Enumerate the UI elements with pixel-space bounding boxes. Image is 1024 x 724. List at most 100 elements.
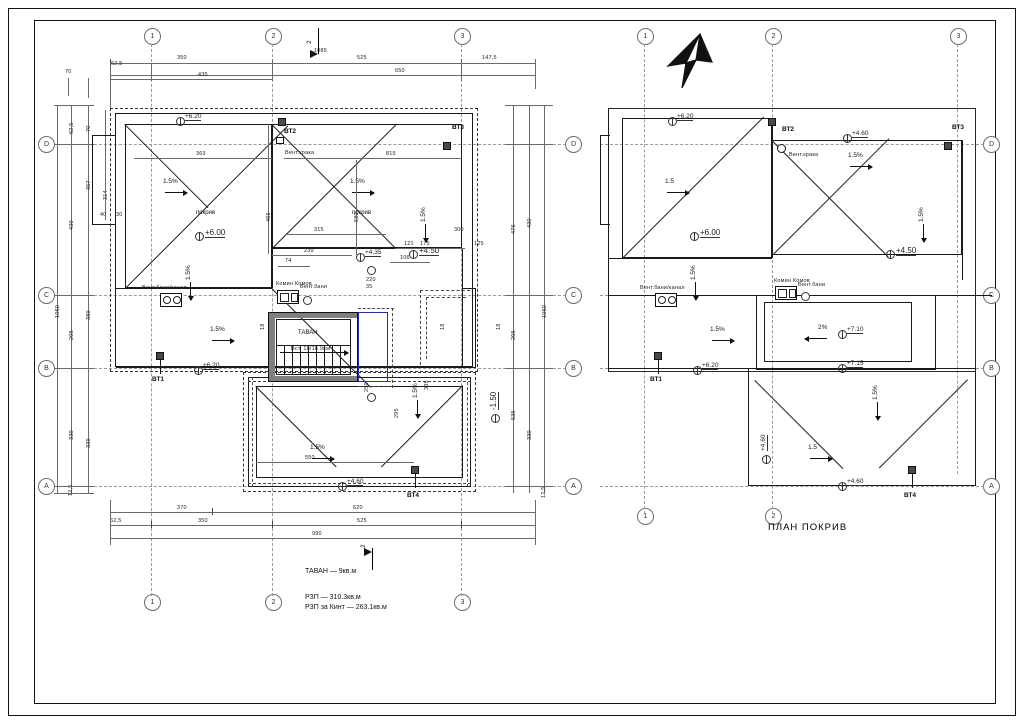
drain-vt4-node-right [908,466,916,474]
attic-inner [276,319,351,375]
roof-plane-upper-left-right-plan [622,118,772,258]
grid-line-D-right [600,144,984,145]
attic-wall-top [268,312,358,318]
grid-line-2-right [772,44,773,514]
dim-left-625: 62,5 [69,122,75,134]
elev-460b-right: +4.60 [847,478,864,486]
dim-top-525: 525 [357,55,367,61]
slope-1: 1.5% [163,178,178,185]
section-flag-bottom [364,548,372,556]
dim-74: 74 [285,258,292,264]
dim-right-330: 330 [527,430,533,440]
roof-step-right [462,288,476,368]
grid-bubble-B-right-plan: B [983,360,1000,377]
vent-krak-box-left [276,137,284,144]
drain-vt3-node-right [944,142,952,150]
vent-bath-label-right: Вент.бани/канал [640,285,685,291]
section-marker-top-label: 2 [306,40,313,44]
dim-right-535: 535 [511,410,517,420]
elev-marker-620b [194,366,203,375]
chimney-label-left: Комин Комов [276,281,312,287]
grid-bubble-A-right-plan: A [983,478,1000,495]
dimline-bottom-inner [110,525,535,526]
drain-vt3-label-right: ВТ3 [952,124,965,131]
roof-label-2: покрив [352,210,372,216]
dim-left-30: 30 [116,212,123,218]
elev-715: +7.15 [847,360,864,368]
symbol-text-3: 250 [364,382,370,392]
section-flag-top [310,50,318,58]
sheet-border-outer [8,8,1016,716]
elev-neg150: -1.50 [489,391,499,410]
elev-620-right: +6.20 [677,113,694,121]
elev-marker-620-right [668,117,677,126]
elev-450-right: +4.50 [896,246,917,256]
dimline-top-mid [110,63,535,64]
dim-239: 239 [304,248,314,254]
roof-parapet-dashed-upper [110,108,478,372]
grid-bubble-B-right: B [565,360,582,377]
dim-right-430: 430 [527,218,533,228]
grid-bubble-2: 2 [265,28,282,45]
drain-vt2-label: ВТ2 [284,128,297,135]
grid-bubble-C: C [38,287,55,304]
drain-vt4-node [411,466,419,474]
grid-line-C [54,295,566,296]
elev-460c-right: +4.60 [760,434,768,451]
note-rzp: РЗП — 310.3кв.м [305,594,361,601]
drain-vt4-label-right: ВТ4 [904,492,917,499]
dimline-left-2 [88,105,89,493]
grid-bubble-1-right-bottom: 1 [637,508,654,525]
dim-left-205: 205 [69,330,75,340]
roof-plane-lower [256,386,463,478]
dim-top-650: 650 [395,68,405,74]
note-rzp-kint: РЗП за Кинт — 263.1кв.м [305,604,387,611]
dimline-bottom-outer [110,538,535,539]
dimline-top-outer [110,75,535,76]
attic-label: ТАВАН [298,330,318,336]
dim-left-330b: 330 [86,438,92,448]
attic-wall-left [268,312,275,382]
dimline-top-inner [110,79,272,80]
dim-left-380: 380 [86,310,92,320]
elev-marker-600 [195,232,204,241]
dim-left-330: 330 [69,430,75,440]
roof-outline-lower-right [748,368,976,486]
dim-top-435: 435 [198,72,208,78]
symbol-circle-1 [367,266,376,275]
dim-815: 815 [386,151,396,157]
drain-vt1-node [156,352,164,360]
terrace-inner-right [764,302,912,362]
elev-marker-450 [409,250,418,259]
drain-vt3-node [443,142,451,150]
grid-line-B [54,368,566,369]
roof-bump-left-right-plan [600,135,610,225]
dim-335: 335 [424,380,430,390]
elev-600-right: +6.00 [700,228,721,238]
dimline-right-2 [513,105,514,493]
dim-left-430: 430 [69,220,75,230]
slope-4: 1.5% [420,207,427,222]
slope-7-right: 1.5 [808,444,818,451]
attic-wall-bottom [268,376,358,382]
drain-vt3-label: ВТ3 [452,124,465,131]
vent-bath-label-left: Вент.бани/канал [142,285,187,291]
dim-175: 175 [420,241,430,247]
drain-vt2-node-right [768,118,776,126]
vent-bath-circle-left [303,296,312,305]
grid-bubble-D: D [38,136,55,153]
dim-right-205: 205 [511,330,517,340]
dim-550: 550 [305,455,315,461]
dim-121: 121 [404,241,414,247]
elev-marker-620b-right [693,366,702,375]
dim-125: 125 [474,241,484,247]
grid-bubble-1-right-plan: 1 [637,28,654,45]
grid-line-3-right [957,44,958,474]
grid-bubble-2-bottom: 2 [265,594,282,611]
elev-600: +6.00 [205,228,226,238]
slope-7: 1.5% [310,444,325,451]
dim-106: 106 [400,255,410,261]
note-attic-area: ТАВАН — 9кв.м [305,568,357,575]
chimney-box-right [775,286,797,300]
elev-marker-460c-right [762,455,771,464]
